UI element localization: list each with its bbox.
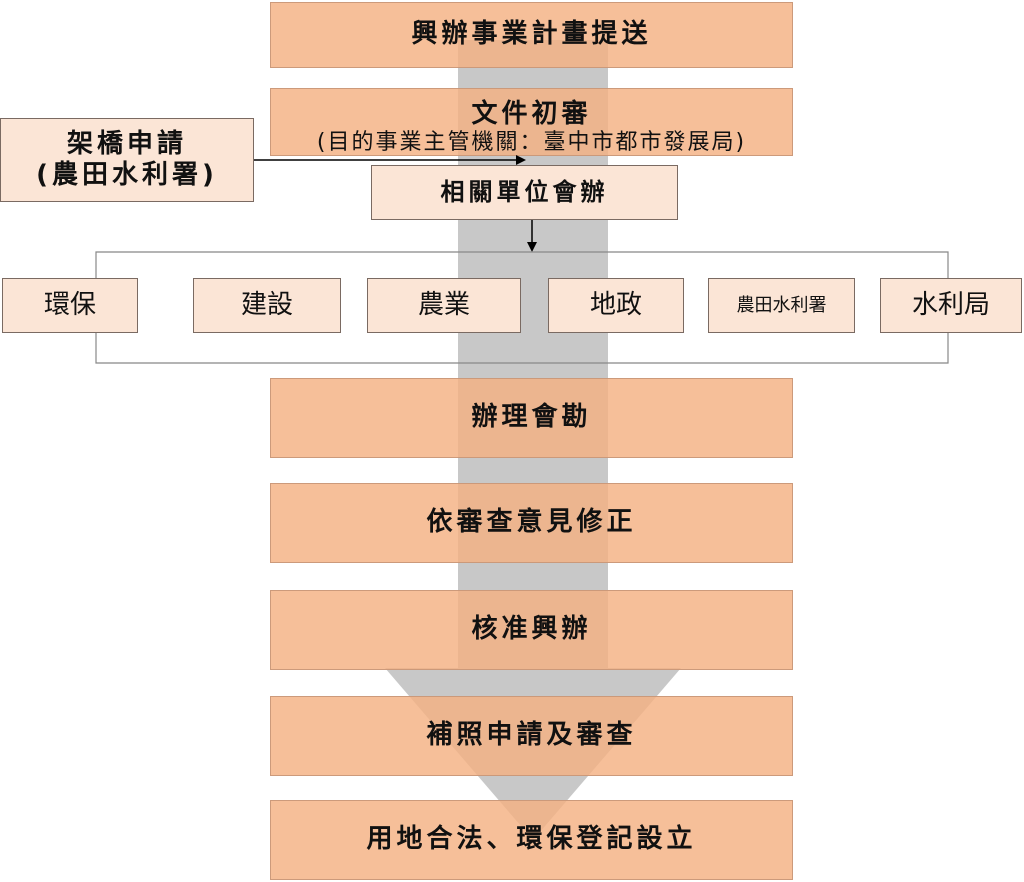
agency-env-label: 環保 [43, 289, 96, 320]
step-register-label: 用地合法、環保登記設立 [366, 824, 697, 855]
step-joint-review-label: 相關單位會辦 [440, 178, 609, 207]
step-submit: 興辦事業計畫提送 [270, 2, 793, 68]
bridge-application: 架橋申請 (農田水利署) [0, 118, 254, 202]
step-initial-review: 文件初審 (目的事業主管機關：臺中市都市發展局) [270, 88, 793, 156]
agency-irrigation: 農田水利署 [708, 278, 855, 333]
step-initial-review-label: 文件初審 [471, 99, 592, 129]
step-revise: 依審查意見修正 [270, 483, 793, 563]
bridge-application-line1: 架橋申請 [66, 128, 187, 159]
agency-land-admin: 地政 [548, 278, 684, 333]
bridge-application-line2: (農田水利署) [36, 160, 218, 190]
step-submit-label: 興辦事業計畫提送 [411, 19, 652, 50]
step-revise-label: 依審查意見修正 [426, 507, 637, 538]
step-permit: 補照申請及審查 [270, 696, 793, 776]
step-site-inspection-label: 辦理會勘 [471, 402, 592, 433]
agency-bracket-top [95, 251, 949, 278]
agency-irrigation-label: 農田水利署 [736, 294, 827, 316]
agency-water-resources: 水利局 [880, 278, 1022, 333]
agency-land-admin-label: 地政 [589, 289, 642, 320]
agency-agriculture-label: 農業 [417, 289, 470, 320]
step-initial-review-note: (目的事業主管機關：臺中市都市發展局) [316, 130, 747, 156]
agency-env: 環保 [2, 278, 138, 333]
step-permit-label: 補照申請及審查 [426, 720, 637, 751]
agency-construction-label: 建設 [240, 289, 293, 320]
agency-water-resources-label: 水利局 [911, 289, 990, 320]
step-site-inspection: 辦理會勘 [270, 378, 793, 458]
step-register: 用地合法、環保登記設立 [270, 800, 793, 880]
agency-agriculture: 農業 [367, 278, 521, 333]
step-approve: 核准興辦 [270, 590, 793, 670]
agency-construction: 建設 [193, 278, 341, 333]
agency-bracket-bottom [95, 333, 949, 364]
step-approve-label: 核准興辦 [471, 614, 592, 645]
step-joint-review: 相關單位會辦 [371, 165, 678, 220]
